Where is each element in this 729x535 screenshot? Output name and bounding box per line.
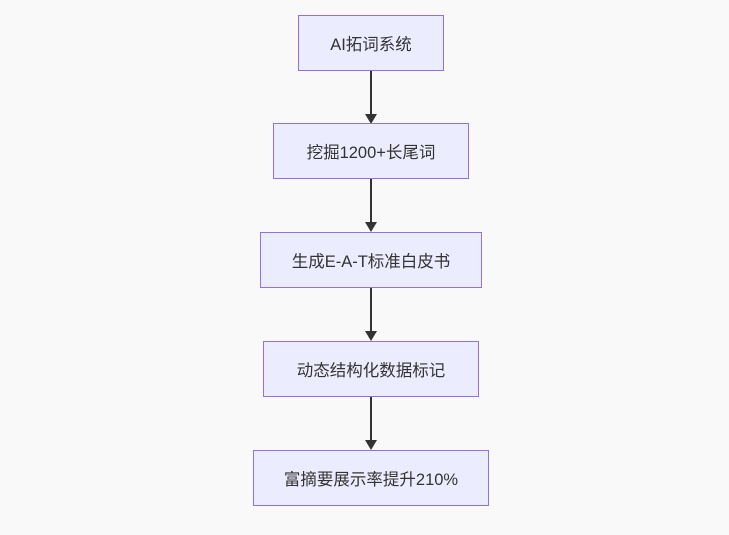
flow-arrow-4 — [365, 397, 377, 450]
node-eat-standard-whitepaper: 生成E-A-T标准白皮书 — [260, 232, 482, 288]
node-longtail-keyword-mining: 挖掘1200+长尾词 — [273, 123, 469, 179]
arrowhead-down-icon — [365, 114, 377, 124]
node-label: 富摘要展示率提升210% — [283, 471, 459, 489]
arrowhead-down-icon — [365, 331, 377, 341]
node-rich-snippet-rate-increase: 富摘要展示率提升210% — [253, 450, 489, 506]
node-label: 挖掘1200+长尾词 — [306, 144, 436, 162]
node-ai-word-expansion-system: AI拓词系统 — [298, 15, 444, 71]
node-dynamic-structured-data-markup: 动态结构化数据标记 — [263, 341, 479, 397]
flow-arrow-1 — [365, 71, 377, 124]
node-label: 动态结构化数据标记 — [296, 362, 446, 380]
arrowhead-down-icon — [365, 222, 377, 232]
flow-arrow-2 — [365, 179, 377, 232]
node-label: AI拓词系统 — [330, 36, 412, 54]
node-label: 生成E-A-T标准白皮书 — [291, 253, 451, 271]
flow-arrow-3 — [365, 288, 377, 341]
arrowhead-down-icon — [365, 440, 377, 450]
